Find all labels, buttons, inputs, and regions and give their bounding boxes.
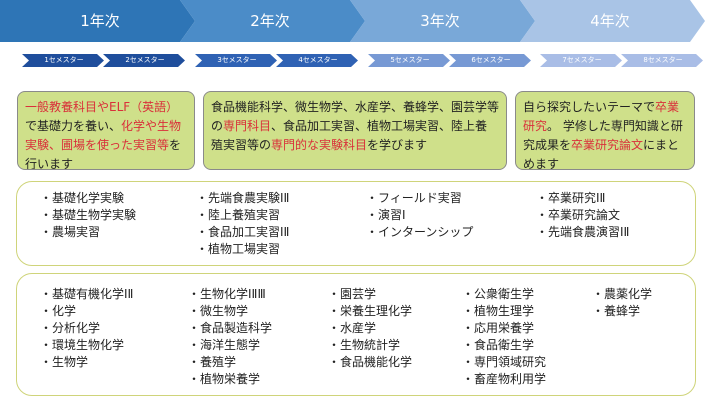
highlighted-text: 一般教養科目やELF（英語） bbox=[25, 100, 179, 114]
lecture-courses-column-2: 生物化学ⅠⅡⅢ微生物学食品製造科学海洋生態学養殖学植物栄養学 bbox=[188, 286, 272, 388]
semester-label-7: 7セメスター bbox=[562, 56, 602, 64]
course-item: 先端食農実験ⅠⅡ bbox=[196, 190, 289, 207]
description-text: で基礎力を養い、 bbox=[25, 119, 122, 133]
semester-arrow-2 bbox=[103, 54, 185, 67]
highlighted-text: 専門科目 bbox=[223, 119, 272, 133]
lecture-courses-column-1: 基礎有機化学ⅠⅡ化学分析化学環境生物化学生物学 bbox=[40, 286, 133, 371]
course-item: 農薬化学 bbox=[592, 286, 652, 303]
year-label-3: 3年次 bbox=[420, 12, 460, 30]
course-item: 水産学 bbox=[328, 320, 412, 337]
description-text: 、食品加工実習、植物工場実習、陸上養殖実習等の bbox=[211, 119, 488, 152]
course-item: 基礎生物学実験 bbox=[40, 207, 136, 224]
year-label-1: 1年次 bbox=[80, 12, 120, 30]
semester-arrow-4 bbox=[276, 54, 358, 67]
semester-label-4: 4セメスター bbox=[298, 56, 338, 64]
highlighted-text: 卒業研究論文 bbox=[571, 138, 644, 152]
practical-courses-year-1: 基礎化学実験基礎生物学実験農場実習 bbox=[40, 190, 136, 241]
course-item: 卒業研究ⅠⅡ bbox=[536, 190, 629, 207]
course-item: 演習Ⅰ bbox=[366, 207, 473, 224]
year-arrow-4 bbox=[520, 0, 705, 42]
year-arrow-2 bbox=[180, 0, 365, 42]
semester-label-2: 2セメスター bbox=[125, 56, 165, 64]
course-item: 陸上養殖実習 bbox=[196, 207, 289, 224]
course-item: 分析化学 bbox=[40, 320, 133, 337]
semester-arrow-8 bbox=[621, 54, 703, 67]
course-item: 食品製造科学 bbox=[188, 320, 272, 337]
practical-courses-year-3: フィールド実習演習Ⅰインターンシップ bbox=[366, 190, 473, 241]
course-item: 養蜂学 bbox=[592, 303, 652, 320]
course-item: 生物統計学 bbox=[328, 337, 412, 354]
course-item: フィールド実習 bbox=[366, 190, 473, 207]
course-item: 環境生物化学 bbox=[40, 337, 133, 354]
description-text: 食品機能科学、微生物学、水産学、養蜂学、園芸学等の bbox=[211, 100, 500, 133]
semester-label-8: 8セメスター bbox=[643, 56, 683, 64]
practical-courses-frame bbox=[16, 181, 696, 266]
semester-label-6: 6セメスター bbox=[471, 56, 511, 64]
course-item: 農場実習 bbox=[40, 224, 136, 241]
description-box-year-1: 一般教養科目やELF（英語） で基礎力を養い、化学や生物実験、圃場を使った実習等を… bbox=[17, 91, 195, 170]
course-item: 栄養生理化学 bbox=[328, 303, 412, 320]
lecture-courses-column-5: 農薬化学養蜂学 bbox=[592, 286, 652, 320]
highlighted-text: 化学や生物実験、圃場を使った実習等 bbox=[25, 119, 182, 152]
semester-arrow-3 bbox=[195, 54, 277, 67]
course-item: 基礎化学実験 bbox=[40, 190, 136, 207]
description-box-year-2-3: 食品機能科学、微生物学、水産学、養蜂学、園芸学等の専門科目、食品加工実習、植物工… bbox=[203, 91, 507, 170]
lecture-courses-column-3: 園芸学栄養生理化学水産学生物統計学食品機能化学 bbox=[328, 286, 412, 371]
course-item: 食品加工実習ⅠⅡ bbox=[196, 224, 289, 241]
description-text: 自ら探究したいテーマで bbox=[523, 100, 656, 114]
lecture-courses-column-4: 公衆衛生学植物生理学応用栄養学食品衛生学専門領域研究畜産物利用学 bbox=[462, 286, 546, 388]
course-item: 先端食農演習ⅠⅡ bbox=[536, 224, 629, 241]
course-item: 植物生理学 bbox=[462, 303, 546, 320]
year-label-2: 2年次 bbox=[250, 12, 290, 30]
description-text: を行います bbox=[25, 138, 182, 170]
course-item: 化学 bbox=[40, 303, 133, 320]
semester-arrow-6 bbox=[449, 54, 531, 67]
course-item: 微生物学 bbox=[188, 303, 272, 320]
course-item: 基礎有機化学ⅠⅡ bbox=[40, 286, 133, 303]
course-item: 専門領域研究 bbox=[462, 354, 546, 371]
course-item: 畜産物利用学 bbox=[462, 371, 546, 388]
highlighted-text: 専門的な実験科目 bbox=[271, 138, 368, 152]
semester-label-1: 1セメスター bbox=[44, 56, 84, 64]
course-item: 生物化学ⅠⅡⅢ bbox=[188, 286, 272, 303]
course-item: 植物栄養学 bbox=[188, 371, 272, 388]
practical-courses-year-4: 卒業研究ⅠⅡ卒業研究論文先端食農演習ⅠⅡ bbox=[536, 190, 629, 241]
course-item: 植物工場実習 bbox=[196, 241, 289, 258]
course-item: 卒業研究論文 bbox=[536, 207, 629, 224]
description-text: 。 学修した専門知識と研究成果を bbox=[523, 119, 683, 152]
description-text: にまとめます bbox=[523, 138, 680, 170]
semester-arrow-7 bbox=[540, 54, 622, 67]
course-item: 海洋生態学 bbox=[188, 337, 272, 354]
course-item: 公衆衛生学 bbox=[462, 286, 546, 303]
semester-arrow-5 bbox=[368, 54, 450, 67]
course-item: 園芸学 bbox=[328, 286, 412, 303]
lecture-courses-frame bbox=[16, 273, 696, 396]
course-item: インターンシップ bbox=[366, 224, 473, 241]
course-item: 食品衛生学 bbox=[462, 337, 546, 354]
course-item: 応用栄養学 bbox=[462, 320, 546, 337]
description-box-year-4: 自ら探究したいテーマで卒業研究。 学修した専門知識と研究成果を卒業研究論文にまと… bbox=[515, 91, 695, 170]
description-text: を学びます bbox=[367, 138, 428, 152]
year-arrows bbox=[0, 0, 705, 42]
course-item: 生物学 bbox=[40, 354, 133, 371]
course-item: 養殖学 bbox=[188, 354, 272, 371]
year-label-4: 4年次 bbox=[590, 12, 630, 30]
year-arrow-3 bbox=[350, 0, 535, 42]
course-item: 食品機能化学 bbox=[328, 354, 412, 371]
semester-arrows bbox=[22, 54, 703, 67]
semester-arrow-1 bbox=[22, 54, 104, 67]
highlighted-text: 卒業研究 bbox=[523, 100, 680, 133]
year-arrow-1 bbox=[0, 0, 195, 42]
semester-label-3: 3セメスター bbox=[217, 56, 257, 64]
semester-label-5: 5セメスター bbox=[390, 56, 430, 64]
practical-courses-year-2: 先端食農実験ⅠⅡ陸上養殖実習食品加工実習ⅠⅡ植物工場実習 bbox=[196, 190, 289, 258]
